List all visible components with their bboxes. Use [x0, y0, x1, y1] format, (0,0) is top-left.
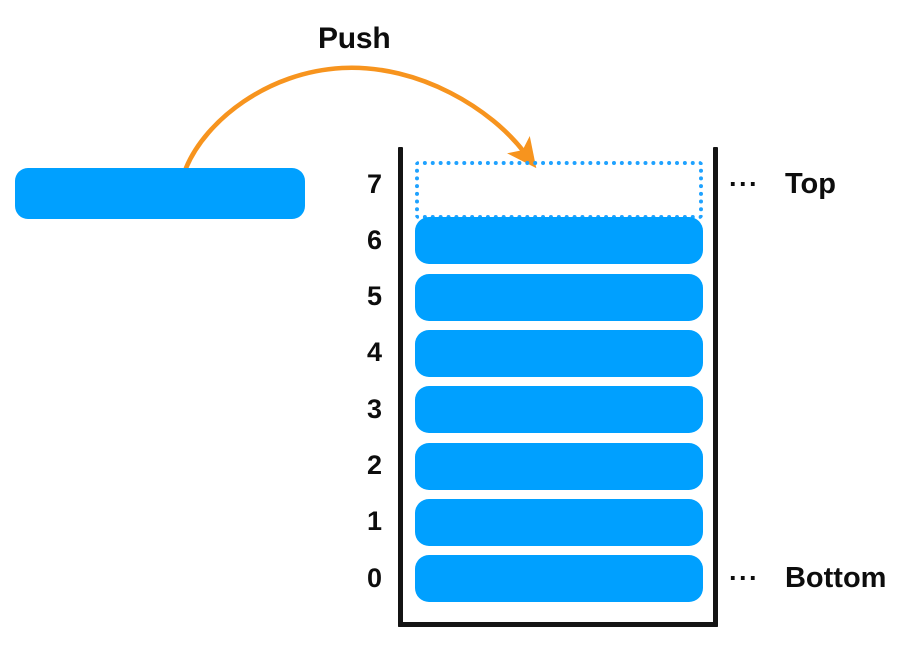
stack-side-annotation: ··· Top — [729, 167, 836, 200]
stack-index-label: 3 — [366, 393, 382, 424]
stack-annotation-label: Bottom — [784, 561, 887, 594]
stack-slot-filled[interactable] — [415, 386, 703, 434]
stack-cell — [415, 217, 703, 265]
stack-wall-left — [398, 147, 403, 627]
stack-wall-right — [713, 147, 718, 627]
stack-slot-filled[interactable] — [415, 498, 703, 546]
stack-index-label: 4 — [366, 337, 382, 368]
stack-cell — [415, 273, 703, 321]
stack-index-label: 5 — [366, 281, 382, 312]
stack-slot-filled[interactable] — [415, 329, 703, 377]
stack-side-annotation: ··· Bottom — [729, 561, 887, 594]
push-label: Push — [318, 22, 391, 55]
ellipsis-icon: ··· — [729, 168, 759, 199]
stack-floor — [398, 622, 718, 627]
stack-index-label: 7 — [366, 168, 382, 199]
stack-cell — [415, 329, 703, 377]
stack-cell — [415, 386, 703, 434]
stack-slot-empty[interactable] — [415, 149, 703, 219]
stack-slot-filled[interactable] — [415, 217, 703, 265]
stack-slot-filled[interactable] — [415, 555, 703, 603]
pushed-element[interactable] — [15, 168, 305, 219]
stack-container — [398, 147, 718, 627]
stack-index-label: 6 — [366, 224, 382, 255]
stack-slot-filled[interactable] — [415, 442, 703, 490]
stack-index-label: 2 — [366, 450, 382, 480]
stack-cell — [415, 498, 703, 546]
stack-slot-filled[interactable] — [415, 273, 703, 321]
stack-annotation-label: Top — [784, 167, 836, 200]
stack-cell — [415, 442, 703, 490]
stack-index-label: 1 — [366, 506, 382, 537]
stack-cell — [415, 161, 703, 219]
stack-cell — [415, 555, 703, 603]
stack-index-label: 0 — [366, 562, 382, 593]
ellipsis-icon: ··· — [729, 562, 759, 593]
